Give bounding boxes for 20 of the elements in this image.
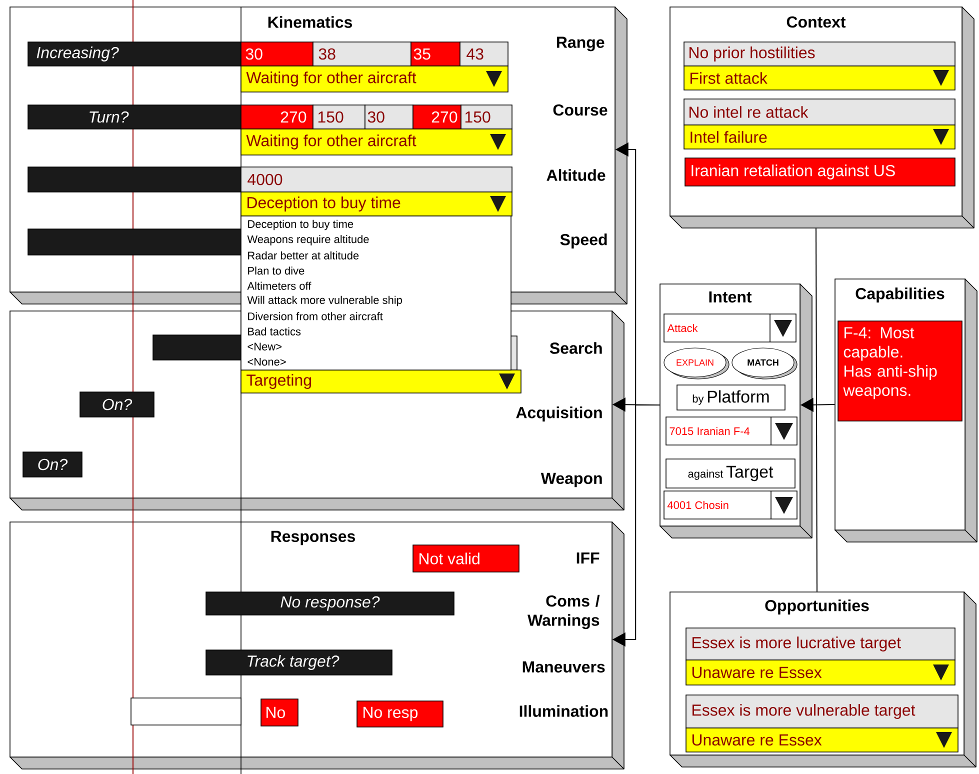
value-cell: No intel re attack <box>684 98 956 126</box>
connector-line <box>816 228 818 592</box>
panel-title: Intent <box>709 291 752 303</box>
value-cell: No prior hostilities <box>684 42 956 66</box>
dropdown: Intel failure <box>684 124 956 150</box>
cloud-button: EXPLAIN <box>664 348 730 380</box>
label-box: against Target <box>666 458 796 488</box>
dropdown: 7015 Iranian F-4 <box>666 416 798 446</box>
panel-title: Context <box>786 16 846 28</box>
value-cell: Iranian retaliation against US <box>684 158 956 186</box>
dropdown: Attack <box>664 314 796 342</box>
label-box: by Platform <box>676 384 786 410</box>
value-cell: Essex is more vulnerable target <box>686 694 958 728</box>
dropdown: First attack <box>684 66 956 90</box>
dropdown: Unaware re Essex <box>686 660 956 686</box>
cloud-button: MATCH <box>732 348 798 380</box>
dropdown: Unaware re Essex <box>686 728 958 752</box>
dropdown: 4001 Chosin <box>664 490 798 520</box>
panel-title: Opportunities <box>765 600 869 614</box>
value-cell: Essex is more lucrative target <box>686 628 956 660</box>
